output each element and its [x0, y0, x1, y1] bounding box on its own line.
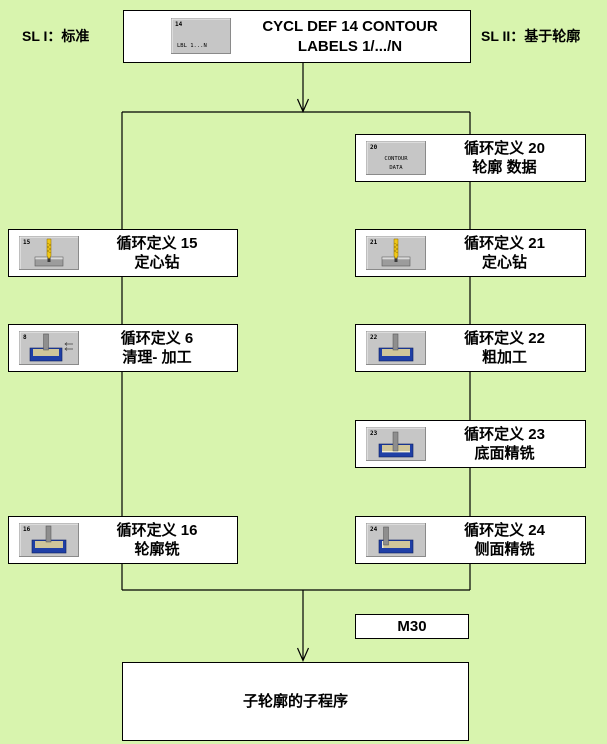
box-text: 循环定义 21 定心钻 [428, 230, 581, 276]
pocket-clearing-icon: 8 [19, 331, 79, 365]
drill-icon: 15 [19, 236, 79, 270]
cycle-21-box: 21 循环定义 21 定心钻 [355, 229, 586, 277]
box-text: CYCL DEF 14 CONTOUR LABELS 1/.../N [236, 11, 464, 62]
sl1-label: SL I：标准 [22, 28, 90, 44]
icon-number: 24 [370, 526, 378, 533]
subprogram-label: 子轮廓的子程序 [242, 693, 348, 710]
arrow-bottom-head [296, 647, 310, 662]
box-text: 循环定义 23 底面精铣 [428, 421, 581, 467]
icon-number: 21 [370, 239, 378, 246]
box-line2: 清理- 加工 [122, 349, 192, 366]
icon-caption-line1: CONTOUR [384, 156, 408, 162]
drill-icon: 21 [366, 236, 426, 270]
box-line2: 底面精铣 [474, 445, 535, 462]
icon-number: 16 [23, 526, 31, 533]
cycle-15-box: 15 循环定义 15 定心钻 [8, 229, 238, 277]
box-text: 循环定义 24 侧面精铣 [428, 517, 581, 563]
box-line1: 循环定义 24 [464, 522, 545, 539]
cycle-23-box: 23 循环定义 23 底面精铣 [355, 420, 586, 468]
cycle-20-box: 20 CONTOUR DATA 循环定义 20 轮廓 数据 [355, 134, 586, 182]
box-text: 循环定义 15 定心钻 [81, 230, 233, 276]
roughing-icon: 22 [366, 331, 426, 365]
icon-number: 22 [370, 334, 378, 341]
icon-caption-line2: DATA [389, 165, 403, 171]
box-line1: 循环定义 20 [464, 140, 545, 157]
box-line2: 定心钻 [481, 254, 527, 271]
box-text: 循环定义 16 轮廓铣 [81, 517, 233, 563]
box-line1: 循环定义 15 [116, 235, 198, 252]
cycle-24-box: 24 循环定义 24 侧面精铣 [355, 516, 586, 564]
box-text: 循环定义 22 粗加工 [428, 325, 581, 371]
contour-milling-icon: 16 [19, 523, 79, 557]
box-line2: 侧面精铣 [474, 541, 535, 558]
icon-number: 8 [23, 334, 27, 341]
cycle-22-box: 22 循环定义 22 粗加工 [355, 324, 586, 372]
sl2-label: SL II：基于轮廓 [481, 28, 581, 44]
box-line2: 粗加工 [481, 349, 527, 366]
box-line1: 循环定义 22 [464, 330, 545, 347]
icon-number: 15 [23, 239, 31, 246]
box-line2: 轮廓铣 [134, 541, 180, 558]
contour-data-icon: 20 CONTOUR DATA [366, 141, 426, 175]
icon-number: 14 [175, 21, 183, 28]
box-line1: 循环定义 21 [464, 235, 545, 252]
contour-labels-icon: 14 LBL 1...N [171, 18, 231, 54]
icon-number: 20 [370, 144, 378, 151]
box-line2: LABELS 1/.../N [297, 37, 403, 55]
box-line1: 循环定义 16 [116, 522, 198, 539]
m30-label: M30 [397, 618, 427, 635]
subprogram-box: 子轮廓的子程序 [122, 662, 469, 741]
box-text: 循环定义 6 清理- 加工 [81, 325, 233, 371]
side-finishing-icon: 24 [366, 523, 426, 557]
cycle-14-box: 14 LBL 1...N CYCL DEF 14 CONTOUR LABELS … [123, 10, 471, 63]
box-line1: CYCL DEF 14 CONTOUR [262, 17, 438, 35]
m30-box: M30 [355, 614, 469, 639]
box-line2: 定心钻 [134, 254, 180, 271]
floor-finishing-icon: 23 [366, 427, 426, 461]
cycle-6-box: 8 循环定义 6 清理- 加工 [8, 324, 238, 372]
box-line1: 循环定义 23 [464, 426, 545, 443]
icon-number: 23 [370, 430, 378, 437]
box-text: 循环定义 20 轮廓 数据 [428, 135, 581, 181]
cycle-16-box: 16 循环定义 16 轮廓铣 [8, 516, 238, 564]
box-line1: 循环定义 6 [120, 330, 194, 347]
box-line2: 轮廓 数据 [472, 159, 537, 176]
icon-caption: LBL 1...N [177, 43, 207, 49]
